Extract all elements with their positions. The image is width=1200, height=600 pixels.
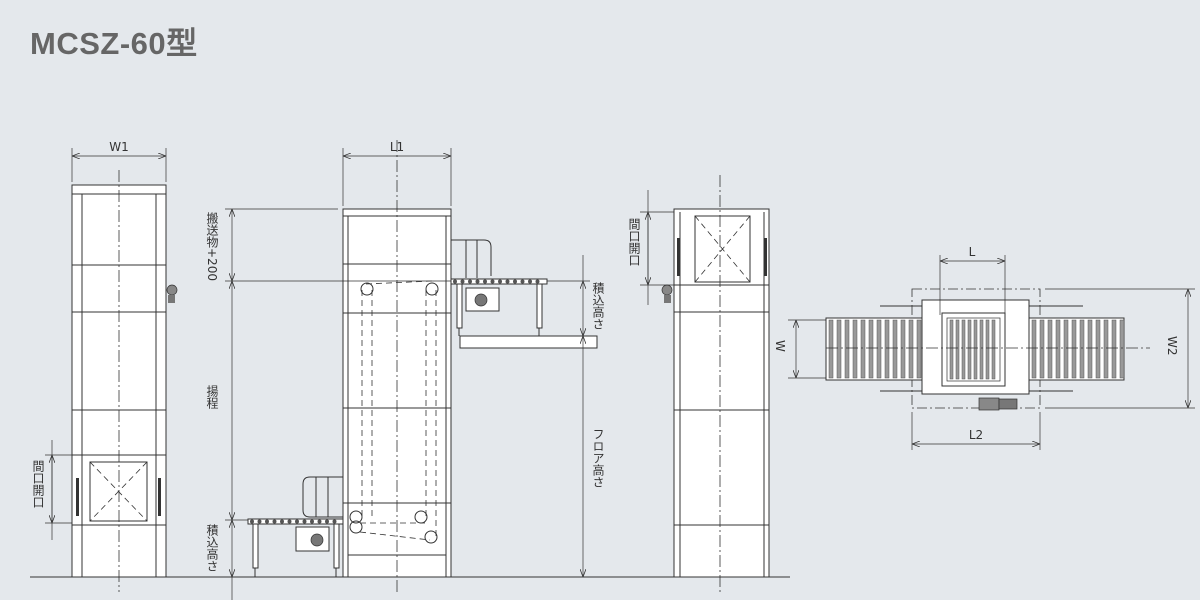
roller (475, 279, 480, 284)
rear-door-opening (677, 215, 767, 283)
roller (955, 319, 960, 380)
signal-lamp-icon (166, 284, 178, 303)
roller (1063, 319, 1069, 379)
roller (860, 319, 866, 379)
roller (302, 519, 307, 524)
roller (483, 279, 487, 284)
roller (1111, 319, 1117, 379)
roller (884, 319, 890, 379)
roller (979, 319, 984, 380)
front-door-opening (76, 461, 161, 522)
roller (280, 519, 284, 524)
roller (295, 519, 299, 524)
roller (513, 279, 517, 284)
roller (310, 519, 314, 524)
roller (1047, 319, 1053, 379)
roller (1031, 319, 1037, 379)
roller (520, 279, 525, 284)
roller (949, 319, 954, 380)
dim-label-w: W (773, 340, 787, 352)
dim-label-opening-front: 間口開口 (31, 460, 45, 508)
dim-label-l2: L2 (969, 428, 983, 442)
roller (876, 319, 882, 379)
roller (985, 319, 990, 380)
dim-label-w2: W2 (1165, 336, 1179, 356)
front-view (45, 148, 178, 592)
roller (325, 519, 329, 524)
roller (844, 319, 850, 379)
roller (468, 279, 472, 284)
roller (967, 319, 972, 380)
dim-label-load-height-lower: 積込高さ (205, 523, 219, 572)
roller (1119, 319, 1125, 379)
roller (528, 279, 532, 284)
roller (900, 319, 906, 379)
side-view (225, 140, 600, 600)
dim-label-floor-height: フロア高さ (591, 428, 605, 488)
roller (836, 319, 842, 379)
roller (868, 319, 874, 379)
roller (991, 319, 996, 380)
roller (892, 319, 898, 379)
dim-label-w1: W1 (109, 140, 129, 154)
roller (1087, 319, 1093, 379)
roller (961, 319, 966, 380)
roller (498, 279, 502, 284)
roller (828, 319, 834, 379)
roller (1071, 319, 1077, 379)
drive-motor-icon (978, 397, 1018, 411)
roller (490, 279, 495, 284)
page-title: MCSZ-60型 (30, 26, 198, 61)
plan-view (788, 255, 1195, 450)
roller (908, 319, 914, 379)
roller (973, 319, 978, 380)
roller (332, 519, 337, 524)
roller (460, 279, 465, 284)
roller (1055, 319, 1061, 379)
roller (505, 279, 510, 284)
dim-label-l1: L1 (390, 140, 404, 154)
roller (257, 519, 262, 524)
roller (1079, 319, 1085, 379)
dim-label-opening-rear: 間口開口 (627, 218, 641, 266)
roller (287, 519, 292, 524)
rear-view (640, 175, 770, 592)
upper-roller-conveyor (450, 239, 598, 349)
dim-label-l: L (969, 245, 976, 259)
roller (272, 519, 277, 524)
lower-roller-conveyor (247, 476, 344, 577)
dim-label-load-height-upper: 積込高さ (591, 281, 605, 330)
roller (535, 279, 540, 284)
roller (453, 279, 457, 284)
roller (1039, 319, 1045, 379)
roller (250, 519, 254, 524)
roller (1095, 319, 1101, 379)
dim-label-lift: 揚程 (205, 385, 219, 410)
dim-label-carry-plus-200: 搬送物+200 (205, 211, 219, 281)
roller (1103, 319, 1109, 379)
roller (317, 519, 322, 524)
signal-lamp-icon (661, 284, 673, 303)
roller (916, 319, 922, 379)
roller (852, 319, 858, 379)
roller (265, 519, 269, 524)
